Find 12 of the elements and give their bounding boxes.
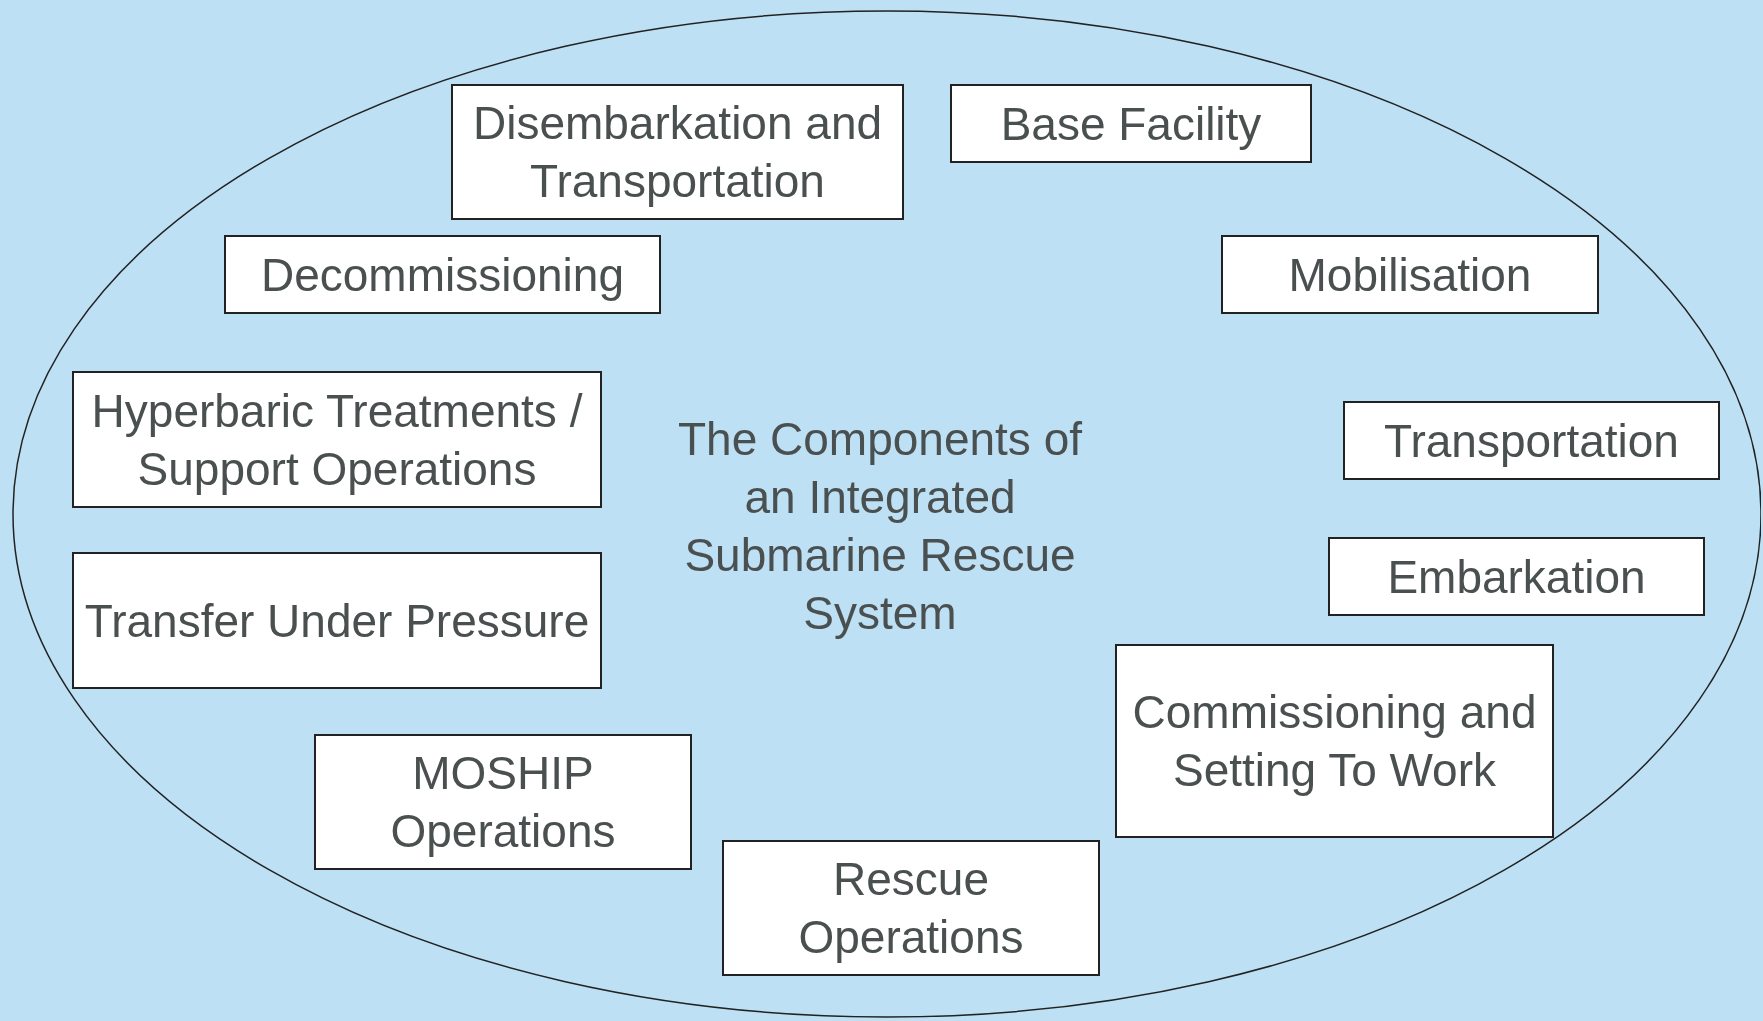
component-box: Commissioning and Setting To Work — [1115, 644, 1554, 838]
component-box: Disembarkation and Transportation — [451, 84, 904, 220]
component-box: Rescue Operations — [722, 840, 1100, 976]
component-box: Base Facility — [950, 84, 1312, 163]
component-box: Hyperbaric Treatments / Support Operations — [72, 371, 602, 508]
component-box: Transfer Under Pressure — [72, 552, 602, 689]
component-box: Decommissioning — [224, 235, 661, 314]
component-box: Transportation — [1343, 401, 1720, 480]
component-box: MOSHIP Operations — [314, 734, 692, 870]
center-heading: The Components of an Integrated Submarine Rescue System — [677, 412, 1083, 641]
component-box: Embarkation — [1328, 537, 1705, 616]
component-box: Mobilisation — [1221, 235, 1599, 314]
